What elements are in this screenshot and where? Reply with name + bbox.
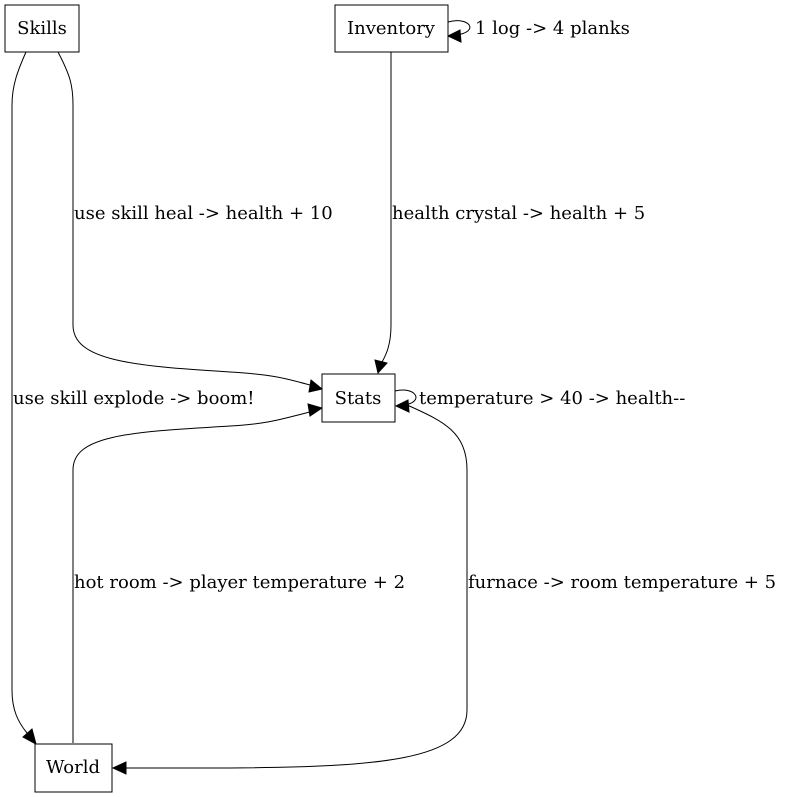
node-world: World bbox=[34, 743, 113, 793]
edge-line bbox=[447, 20, 471, 36]
edge-line bbox=[72, 411, 311, 743]
arrowhead bbox=[22, 728, 37, 745]
edge-stats-to-world: furnace -> room temperature + 5 bbox=[111, 403, 776, 775]
edge-skills-to-stats: use skill heal -> health + 10 bbox=[57, 51, 333, 393]
edge-label-inventory-to-stats: health crystal -> health + 5 bbox=[392, 203, 645, 224]
edge-world-to-stats: hot room -> player temperature + 2 bbox=[72, 403, 405, 743]
edge-label-world-to-stats: hot room -> player temperature + 2 bbox=[74, 572, 405, 593]
node-box bbox=[334, 4, 449, 53]
edge-line bbox=[57, 51, 311, 386]
node-label-stats: Stats bbox=[335, 388, 382, 409]
node-box bbox=[321, 373, 396, 423]
edge-line bbox=[11, 51, 28, 734]
edge-label-skills-to-stats: use skill heal -> health + 10 bbox=[74, 203, 333, 224]
edge-line bbox=[381, 52, 392, 363]
node-skills: Skills bbox=[4, 4, 80, 53]
node-inventory: Inventory bbox=[334, 4, 449, 53]
edges: 1 log -> 4 planks use skill heal -> heal… bbox=[11, 18, 776, 775]
node-box bbox=[4, 4, 80, 53]
arrowhead bbox=[446, 29, 462, 43]
edge-inventory-to-stats: health crystal -> health + 5 bbox=[374, 52, 645, 375]
nodes: Skills Inventory Stats World bbox=[4, 4, 449, 793]
arrowhead bbox=[308, 379, 324, 393]
edge-label-skills-to-world: use skill explode -> boom! bbox=[13, 388, 255, 409]
arrowhead bbox=[307, 403, 324, 417]
edge-line bbox=[126, 403, 468, 769]
node-label-world: World bbox=[46, 757, 100, 778]
node-label-skills: Skills bbox=[17, 18, 67, 39]
edge-label-stats-to-world: furnace -> room temperature + 5 bbox=[468, 572, 776, 593]
edge-skills-to-world: use skill explode -> boom! bbox=[11, 51, 255, 745]
node-box bbox=[34, 743, 113, 793]
edge-label-inventory-self: 1 log -> 4 planks bbox=[475, 18, 630, 39]
node-stats: Stats bbox=[321, 373, 396, 423]
arrowhead bbox=[111, 761, 127, 775]
arrowhead bbox=[394, 399, 410, 413]
node-label-inventory: Inventory bbox=[347, 18, 436, 39]
edge-stats-self-loop: temperature > 40 -> health-- bbox=[394, 388, 685, 413]
edge-inventory-self-loop: 1 log -> 4 planks bbox=[446, 18, 630, 43]
arrowhead bbox=[374, 359, 388, 375]
edge-label-stats-self: temperature > 40 -> health-- bbox=[419, 388, 685, 409]
